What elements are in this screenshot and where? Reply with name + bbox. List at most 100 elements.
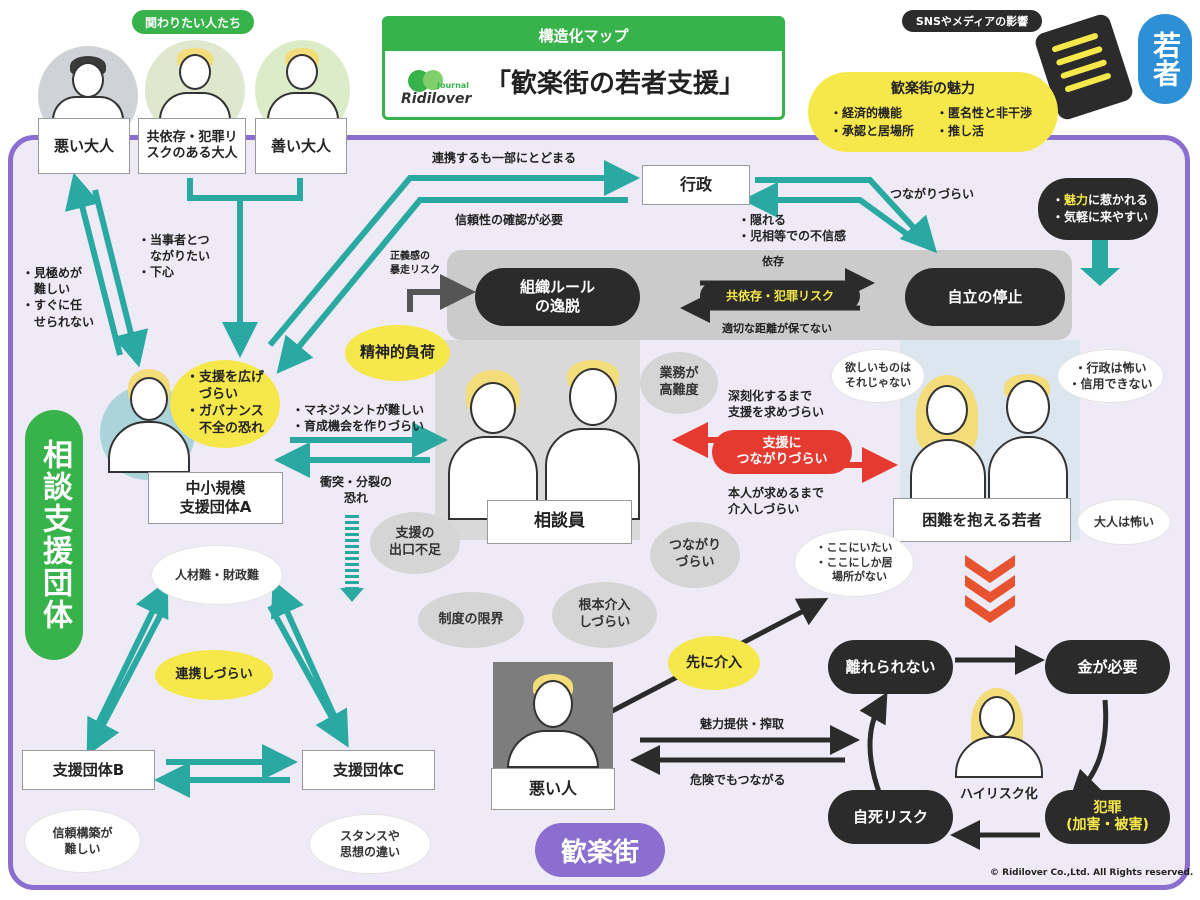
connector-top-adults — [187, 178, 303, 201]
distance-note: 適切な距離が保てない — [722, 322, 832, 335]
youth-male-figure — [988, 372, 1068, 510]
arrow-gov-to-a — [276, 197, 628, 374]
talent-shortage-bubble: 人材難・財政難 — [152, 546, 282, 604]
mental-burden-blob: 精神的負荷 — [345, 325, 450, 381]
note-trust-check: 信頼性の確認が必要 — [455, 213, 564, 227]
support-section-label: 相談支援団体 — [37, 439, 72, 631]
good-adult-figure — [255, 40, 350, 140]
appeal-item: ・推し活 — [936, 124, 985, 138]
org-a-staff-figure — [100, 365, 195, 480]
teal-arrows — [64, 160, 938, 798]
system-limit-bubble: 制度の限界 — [418, 592, 524, 648]
conflict-note: 衝突・分裂の 恐れ — [320, 475, 393, 506]
youth-female-figure — [908, 375, 988, 510]
want-not-that-bubble: 欲しいものは それじゃない — [832, 350, 924, 402]
hard-intervene-bubble: 根本介入 しづらい — [552, 582, 657, 648]
codep-adult-figure — [145, 40, 245, 140]
self-harm-pill: 自死リスク — [828, 790, 953, 844]
org-b-box: 支援団体B — [22, 750, 155, 790]
arrow-bad-adult-to-a — [92, 189, 149, 368]
intervene-first-blob: 先に介入 — [668, 636, 760, 690]
org-c-box: 支援団体C — [302, 750, 435, 790]
government-box: 行政 — [642, 165, 750, 205]
dashed-arrowhead — [340, 588, 364, 602]
logo-mark-icon — [401, 67, 453, 97]
codep-risk-pill: 共依存・犯罪リスク — [700, 282, 860, 310]
need-money-pill: 金が必要 — [1045, 640, 1170, 694]
cycle-arrow-2 — [1069, 699, 1109, 801]
hard-connect-support-pill: 支援に つながりづらい — [712, 430, 852, 474]
hard-collab-blob: 連携しづらい — [155, 650, 273, 700]
cant-leave-pill: 離れられない — [828, 640, 953, 694]
management-note: ・マネジメントが難しい ・育成機会を作りづらい — [292, 403, 425, 434]
note-partial-link: 連携するも一部にとどまる — [432, 151, 577, 165]
want-here-bubble: ・ここにいたい ・ここにしか居 場所がない — [795, 530, 913, 596]
dependence-note: 依存 — [762, 255, 784, 268]
stance-diff-bubble: スタンスや 思想の違い — [310, 815, 430, 873]
map-label: 構造化マップ — [385, 19, 782, 51]
logo-text: Ridilover — [401, 91, 472, 107]
appeal-exploit-note: 魅力提供・搾取 — [700, 717, 785, 731]
fear-expand-blob: ・支援を広げ づらい ・ガバナンス 不全の恐れ — [170, 360, 280, 448]
arrow-a-to-bad-adult — [64, 172, 123, 356]
bad-adult-figure — [38, 46, 138, 146]
intervene-late-note: 本人が求めるまで 介入しづらい — [728, 486, 825, 517]
justice-note: 正義感の 暴走リスク — [390, 251, 440, 276]
adults-scary-bubble: 大人は怖い — [1078, 500, 1170, 544]
crime-pill: 犯罪 (加害・被害) — [1045, 790, 1170, 844]
duties-difficult-bubble: 業務が 高難度 — [640, 352, 718, 414]
title-card: 構造化マップ Ridilover Journal 「歓楽街の若者支援」 — [382, 16, 785, 120]
arrow-a-to-gov — [267, 160, 640, 347]
gov-scary-bubble: ・行政は怖い ・信用できない — [1058, 350, 1163, 402]
arrow-b-up — [92, 579, 169, 732]
note-hiding: ・隠れる ・児相等での不信感 — [738, 213, 847, 244]
attracted-bubble: ・魅力に惹かれる ・気軽に来やすい — [1038, 178, 1158, 240]
arrow-youth-to-gov — [742, 182, 917, 243]
arrow-gov-to-youth — [755, 177, 938, 254]
counselor-female-figure — [448, 370, 538, 520]
attracted-highlight: 魅力 — [1064, 193, 1089, 208]
media-label: SNSやメディアの影響 — [902, 10, 1042, 32]
high-risk-figure — [945, 688, 1055, 778]
judge-note: ・見極めが 難しい ・すぐに任 せられない — [22, 266, 95, 329]
want-connect-note: ・当事者とつ ながりたい ・下心 — [138, 233, 211, 280]
high-risk-note: ハイリスク化 — [960, 787, 1038, 802]
counselor-box: 相談員 — [487, 500, 632, 544]
nightlife-label-bg — [535, 823, 665, 877]
trust-building-bubble: 信頼構築が 難しい — [25, 810, 140, 872]
page-title: 「歓楽街の若者支援」 — [485, 69, 746, 99]
logo-sub: Journal — [437, 81, 469, 90]
youth-badge: 若者 — [1138, 14, 1192, 104]
cycle-arrow-4 — [859, 691, 888, 796]
stop-independence-pill: 自立の停止 — [905, 268, 1065, 326]
no-exit-bubble: 支援の 出口不足 — [370, 512, 460, 574]
bad-person-figure — [493, 662, 613, 768]
appeal-item: ・匿名性と非干渉 — [936, 106, 1033, 120]
red-chevrons — [965, 555, 1015, 623]
smartphone-icon — [1033, 12, 1135, 122]
group-label: 関わりたい人たち — [132, 10, 254, 34]
arrow-c-down — [267, 604, 349, 748]
dangerous-connect-note: 危険でもつながる — [690, 773, 786, 787]
hard-connect-bubble: つながり づらい — [650, 522, 740, 588]
small-org-a-box: 中小規模 支援団体A — [148, 472, 283, 524]
good-adult-box: 善い大人 — [255, 118, 347, 174]
appeal-title: 歓楽街の魅力 — [891, 81, 975, 97]
media-down-arrowhead — [1080, 268, 1120, 286]
appeal-bubble: 歓楽街の魅力 ・経済的機能 ・匿名性と非干渉 ・承認と居場所 ・推し活 — [808, 72, 1058, 152]
arrow-b-down — [86, 610, 165, 756]
appeal-item: ・経済的機能 — [830, 106, 903, 120]
seek-late-note: 深刻化するまで 支援を求めづらい — [728, 389, 825, 420]
note-hard-connect: つながりづらい — [890, 187, 975, 201]
appeal-item: ・承認と居場所 — [830, 124, 915, 138]
nightlife-label: 歓楽街 — [560, 837, 639, 868]
bad-adult-box: 悪い大人 — [38, 118, 130, 174]
justice-arrow — [407, 274, 476, 312]
youth-box: 困難を抱える若者 — [893, 498, 1071, 542]
codep-adult-box: 共依存・犯罪リ スクのある大人 — [138, 118, 246, 174]
bad-person-box: 悪い人 — [491, 768, 615, 810]
counselor-male-figure — [545, 360, 640, 520]
rule-deviation-pill: 組織ルール の逸脱 — [475, 268, 640, 326]
support-section-label-bg — [25, 410, 83, 660]
copyright: © Ridilover Co.,Ltd. All Rights reserved… — [990, 868, 1194, 878]
